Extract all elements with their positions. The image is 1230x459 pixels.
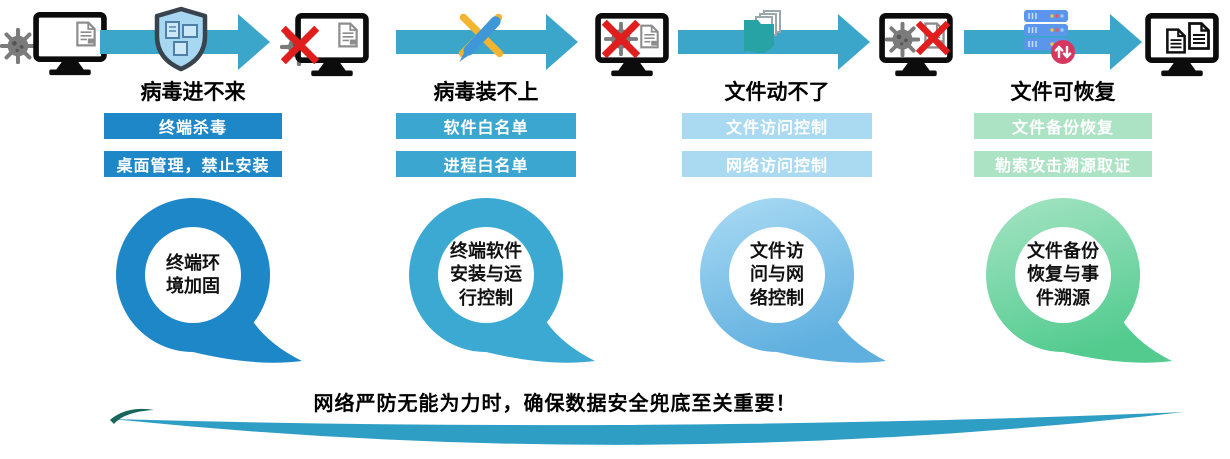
capability-label: 终端环 境加固 (166, 252, 220, 296)
q-loop-shape-icon (700, 197, 886, 363)
bottom-banner-text: 网络严防无能为力时，确保数据安全兜底至关重要！ (313, 393, 797, 415)
stage-4-title: 文件可恢复 (1010, 81, 1116, 104)
measure-badge: 软件白名单 (396, 113, 576, 139)
q-loop-shape-icon (409, 197, 595, 363)
capability-label: 文件访 问与网 络控制 (750, 241, 804, 308)
measure-badge: 进程白名单 (396, 151, 576, 177)
q-loop-shape-icon (986, 197, 1172, 363)
crossed-swords-icon (458, 13, 504, 62)
backup-server-sync-icon (1024, 10, 1075, 64)
capability-ring-3: 文件访 问与网 络控制 (689, 195, 889, 375)
capability-label: 文件备份 恢复与事 件溯源 (1027, 241, 1099, 308)
folder-files-icon (744, 10, 781, 54)
capability-ring-4: 文件备份 恢复与事 件溯源 (975, 195, 1175, 375)
virus-blocked-at-computer-icon (280, 13, 390, 83)
stage-3-title: 文件动不了 (724, 81, 830, 104)
capability-label: 终端软件 安装与运 行控制 (450, 241, 522, 308)
measure-badge: 文件访问控制 (682, 113, 872, 139)
measure-badge: 终端杀毒 (104, 113, 282, 139)
capability-ring-1: 终端环 境加固 (105, 195, 305, 375)
stage-2-title: 病毒装不上 (433, 81, 539, 104)
measure-badge: 桌面管理，禁止安装 (104, 151, 282, 177)
files-recovered-computer-icon (1138, 13, 1230, 83)
virus-and-computer-icon (0, 12, 110, 82)
stage-1-title: 病毒进不来 (140, 81, 246, 104)
measure-badge: 勒索攻击溯源取证 (974, 151, 1152, 177)
underline-swoosh-icon (110, 408, 1184, 445)
capability-ring-2: 终端软件 安装与运 行控制 (398, 195, 598, 375)
measure-badge: 网络访问控制 (682, 151, 872, 177)
q-loop-shape-icon (116, 197, 302, 363)
shield-documents-icon (154, 6, 208, 72)
measure-badge: 文件备份恢复 (974, 113, 1152, 139)
